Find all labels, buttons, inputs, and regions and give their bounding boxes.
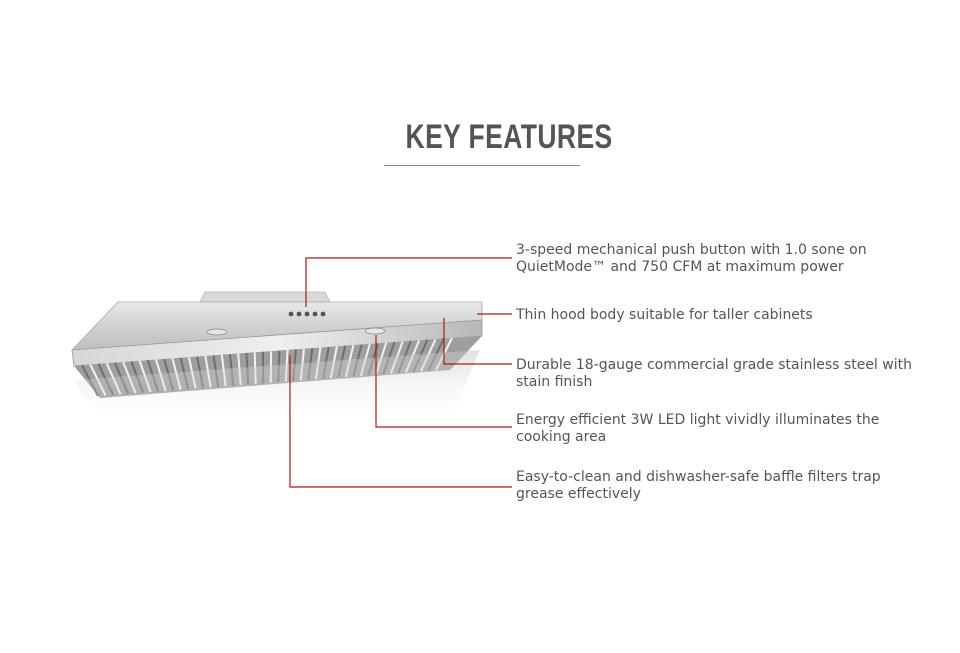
feature-text-line: 3-speed mechanical push button with 1.0 … — [516, 242, 867, 258]
feature-text-line: Durable 18-gauge commercial grade stainl… — [516, 357, 912, 373]
hood-reflection — [74, 350, 480, 425]
leader-line-led — [375, 335, 512, 428]
title-underline — [384, 165, 580, 166]
led-light-left-icon — [206, 328, 228, 336]
feature-controls: 3-speed mechanical push button with 1.0 … — [516, 242, 916, 276]
feature-text-line: grease effectively — [516, 486, 641, 502]
control-buttons — [288, 311, 326, 317]
feature-text-line: Easy-to-clean and dishwasher-safe baffle… — [516, 469, 881, 485]
led-light-right-icon — [364, 327, 386, 335]
feature-hood-body: Thin hood body suitable for taller cabin… — [516, 307, 916, 324]
leader-line-filters — [289, 355, 512, 488]
feature-text-line: stain finish — [516, 374, 593, 390]
feature-steel: Durable 18-gauge commercial grade stainl… — [516, 357, 916, 391]
feature-text-line: cooking area — [516, 429, 607, 445]
feature-text-line: Energy efficient 3W LED light vividly il… — [516, 412, 880, 428]
leader-line-controls — [305, 257, 512, 307]
feature-filters: Easy-to-clean and dishwasher-safe baffle… — [516, 469, 916, 503]
range-hood-icon — [70, 291, 483, 425]
leader-line-steel — [443, 318, 512, 365]
feature-text-line: Thin hood body suitable for taller cabin… — [516, 307, 813, 323]
feature-led: Energy efficient 3W LED light vividly il… — [516, 412, 916, 446]
feature-text-line: QuietMode™ and 750 CFM at maximum power — [516, 259, 844, 275]
